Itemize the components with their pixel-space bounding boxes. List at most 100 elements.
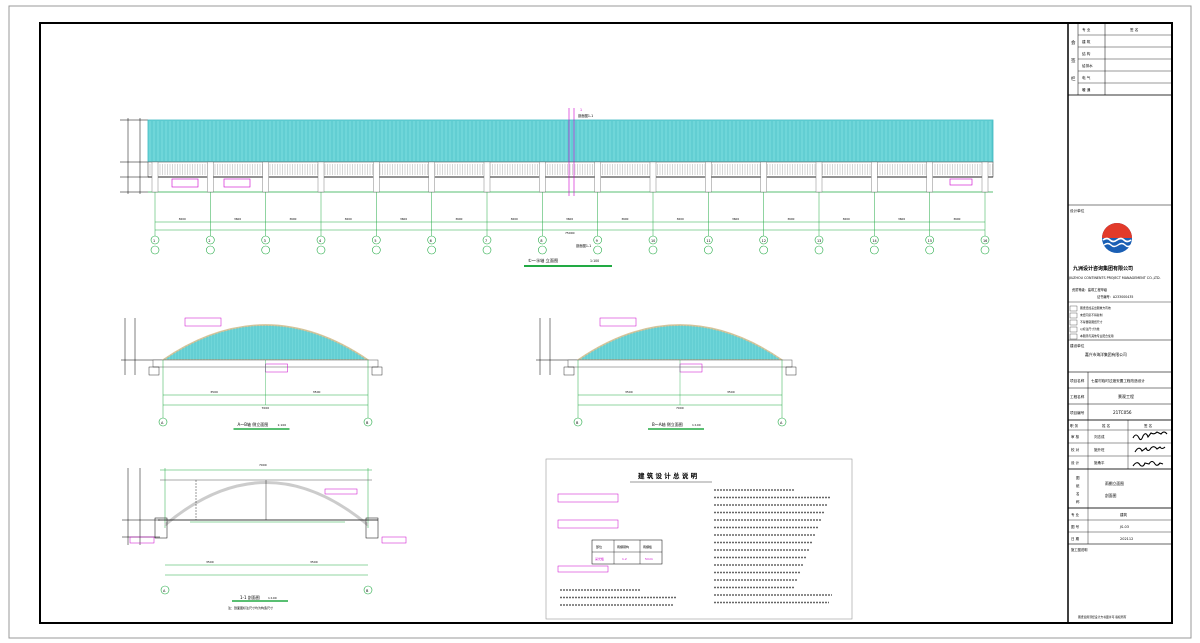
axis-label: A bbox=[161, 421, 164, 425]
titleblock-note: 图纸经加盖出图章方有效 bbox=[1080, 306, 1111, 310]
dim-total: 7000 bbox=[262, 406, 270, 410]
staff-name: 施升旺 bbox=[1094, 447, 1105, 452]
title-block: 专 业签 名建 筑结 构给排水电 气暖 通 会 签 栏 设计单位 九洲设计咨询集… bbox=[1067, 22, 1173, 619]
side-char: 栏 bbox=[1071, 75, 1076, 82]
sign-value: 签 名 bbox=[1130, 27, 1139, 32]
bay-dim: 3600 bbox=[677, 217, 684, 221]
handwritten-signatures bbox=[1132, 431, 1168, 467]
cert-line: 资质等级：建筑工程甲级 bbox=[1072, 287, 1108, 292]
sign-role: 建 筑 bbox=[1082, 39, 1091, 44]
dim: 3500 bbox=[727, 390, 735, 394]
dim: 3500 bbox=[206, 560, 214, 564]
axis-label: 3 bbox=[264, 239, 266, 243]
side-elevation-scale: 1:100 bbox=[278, 423, 287, 427]
side-char: 会 bbox=[1071, 39, 1076, 46]
project-no: 21TC056 bbox=[1113, 410, 1132, 415]
company-logo bbox=[1102, 223, 1132, 253]
dim: 3500 bbox=[310, 560, 318, 564]
bottom-row-value: JS-03 bbox=[1119, 525, 1129, 529]
drawing-title-char: 图 bbox=[1076, 476, 1080, 480]
table-cell: 采光板 bbox=[595, 556, 604, 561]
design-unit-label: 设计单位 bbox=[1070, 208, 1085, 213]
axis-label: 11 bbox=[706, 239, 710, 243]
staff-role: 校 对 bbox=[1071, 447, 1080, 452]
bay-dim: 3600 bbox=[345, 217, 352, 221]
drawing-title-char: 名 bbox=[1076, 491, 1080, 496]
dim: 3500 bbox=[313, 390, 321, 394]
subproject-label: 工程名称 bbox=[1070, 394, 1085, 399]
client-name: 嘉兴市海洋集团有限公司 bbox=[1085, 352, 1127, 357]
project-label: 项目名称 bbox=[1070, 378, 1085, 383]
axis-label: 15 bbox=[928, 239, 932, 243]
side-elevation-title: B～A轴 侧立面图 bbox=[652, 421, 683, 427]
axis-label: 2 bbox=[208, 239, 210, 243]
sign-role: 给排水 bbox=[1082, 63, 1093, 68]
axis-label: 16 bbox=[983, 239, 987, 243]
side-elevation-title: A～B轴 侧立面图 bbox=[238, 421, 269, 427]
axis-label: 10 bbox=[651, 239, 655, 243]
titleblock-note: 以标注尺寸为准 bbox=[1080, 327, 1100, 331]
staff-header: 姓 名 bbox=[1102, 423, 1110, 428]
drawing-title-char: 称 bbox=[1076, 499, 1080, 504]
dim-total: 7000 bbox=[259, 463, 267, 467]
titleblock-note: 未经同意不得复制 bbox=[1080, 313, 1103, 317]
bay-dim: 3600 bbox=[787, 217, 794, 221]
axis-label: 4 bbox=[319, 239, 321, 243]
section-tag-2: 剖面图1-1 bbox=[576, 243, 591, 248]
axis-label: A bbox=[780, 421, 783, 425]
side-char: 签 bbox=[1071, 57, 1076, 64]
bay-dim: 3600 bbox=[289, 217, 296, 221]
subproject-name: 景观工程 bbox=[1118, 393, 1134, 399]
bottom-row-value: 202112 bbox=[1120, 537, 1133, 541]
annotation-box bbox=[171, 178, 199, 188]
annotation-box bbox=[949, 178, 973, 186]
axis-label: 13 bbox=[817, 239, 821, 243]
client-label: 建设单位 bbox=[1070, 343, 1085, 348]
axis-label: 8 bbox=[540, 239, 542, 243]
annotation-box bbox=[223, 178, 251, 188]
bay-dim: 3600 bbox=[953, 217, 960, 221]
bottom-line: 图纸使用须经设计方书面许可·版权所有 bbox=[1078, 615, 1127, 619]
notes-title: 建 筑 设 计 总 说 明 bbox=[637, 471, 698, 480]
table-header: 雨棚钢构 bbox=[617, 544, 629, 549]
design-notes-panel: 建 筑 设 计 总 说 明 部位 雨棚钢构 雨棚板 采光板 1.2 5mm bbox=[545, 458, 853, 620]
axis-label: B bbox=[366, 421, 369, 425]
drawing-title-line: 剖面图 bbox=[1105, 493, 1117, 498]
roof-panel bbox=[147, 119, 994, 163]
bay-dim: 3600 bbox=[179, 217, 186, 221]
dim-total: 7000 bbox=[676, 406, 684, 410]
countersign-table: 专 业签 名建 筑结 构给排水电 气暖 通 会 签 栏 bbox=[1067, 22, 1173, 96]
total-dim: 75000 bbox=[565, 231, 575, 235]
company-name-cn: 九洲设计咨询集团有限公司 bbox=[1072, 265, 1133, 272]
bay-dim: 3600 bbox=[898, 217, 905, 221]
sign-role: 电 气 bbox=[1082, 75, 1091, 80]
section-scale: 1:100 bbox=[268, 596, 277, 600]
section-title: 1-1 剖面图 bbox=[240, 594, 260, 600]
bottom-row-value: 建筑 bbox=[1120, 512, 1128, 517]
inner-frame bbox=[39, 22, 1173, 624]
axis-label: 12 bbox=[762, 239, 766, 243]
bay-dim: 3600 bbox=[566, 217, 573, 221]
axis-label: 14 bbox=[872, 239, 876, 243]
staff-header: 职 务 bbox=[1070, 423, 1079, 428]
bay-dim: 3600 bbox=[732, 217, 739, 221]
footer-note: 施工图说明 bbox=[1071, 547, 1088, 552]
cert-line: 证书编号：A233000435 bbox=[1097, 294, 1133, 299]
dim: 3500 bbox=[625, 390, 633, 394]
section-1-1: 3500 3500 7000 A B 1-1 剖面图 1:100 注：剖面图标注… bbox=[122, 463, 407, 610]
staff-name: 施甬平 bbox=[1094, 460, 1105, 465]
titleblock-note: 不得量取图纸尺寸 bbox=[1080, 320, 1103, 324]
axis-label: 5 bbox=[374, 239, 376, 243]
axis-label: A bbox=[163, 589, 166, 593]
axis-label: 6 bbox=[430, 239, 432, 243]
staff-name: 刘志成 bbox=[1094, 434, 1105, 439]
table-header: 部位 bbox=[596, 544, 602, 549]
drawing-title-line: 雨棚立面图 bbox=[1105, 481, 1124, 486]
bay-dim: 3600 bbox=[400, 217, 407, 221]
bottom-row-label: 专 业 bbox=[1071, 512, 1080, 517]
dim: 3500 bbox=[210, 390, 218, 394]
elevation-scale: 1:100 bbox=[590, 259, 599, 263]
elevation-title: ①～⑯轴 立面图 bbox=[528, 257, 558, 264]
